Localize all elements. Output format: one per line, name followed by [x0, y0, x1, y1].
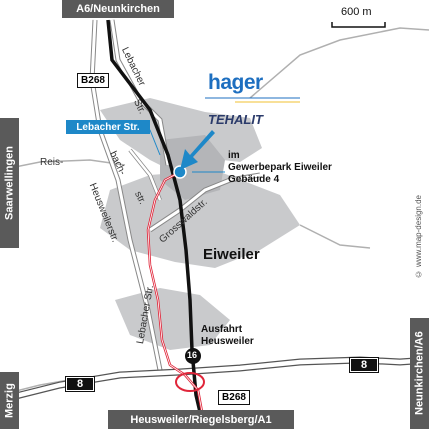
destination-marker [173, 165, 187, 179]
road-grosswaldstr-fill [149, 173, 261, 232]
road-east [299, 224, 371, 249]
road-lebacher-north-fill [110, 19, 170, 166]
hager-logo: hager [208, 71, 263, 94]
edge-label-top: A6/Neunkirchen [62, 0, 174, 18]
road-bachstr-fill [129, 149, 162, 201]
place-label-eiweiler: Eiweiler [203, 246, 260, 263]
exit-label-line-1: Ausfahrt [201, 324, 243, 335]
exit-number-label: 16 [187, 350, 198, 360]
road-reis [0, 159, 126, 171]
callout-lebacher-str: Lebacher Str. [66, 120, 150, 134]
callout-leader [149, 129, 161, 156]
scale-bar [331, 22, 386, 28]
credit-text: © www.map-design.de [414, 195, 423, 279]
tehalit-logo: TEHALIT [208, 112, 263, 127]
exit-number-circle [185, 348, 201, 364]
edge-label-left-lower: Merzig [0, 372, 19, 429]
interchange-loop [175, 372, 205, 392]
edge-label-left-upper: Saarwellingen [0, 118, 19, 248]
destination-arrow [180, 130, 215, 170]
road-northeast [249, 27, 429, 99]
street-label-reis: Reis- [40, 157, 64, 168]
destination-line-3: Gebäude 4 [228, 174, 280, 185]
exit-label-line-2: Heusweiler [201, 336, 254, 347]
motorway-shield-a8-west: 8 [65, 376, 95, 392]
edge-label-right: Neunkirchen/A6 [410, 318, 429, 429]
road-shield-b268-north: B268 [77, 73, 109, 88]
motorway-shield-a8-east: 8 [349, 357, 379, 373]
route-line-inner [147, 171, 203, 413]
edge-label-bottom: Heusweiler/Riegelsberg/A1 [108, 410, 294, 429]
road-shield-b268-south: B268 [218, 390, 250, 405]
scale-label: 600 m [341, 6, 372, 18]
destination-line-1: im [228, 150, 240, 161]
destination-line-2: Gewerbepark Eiweiler [228, 162, 332, 173]
